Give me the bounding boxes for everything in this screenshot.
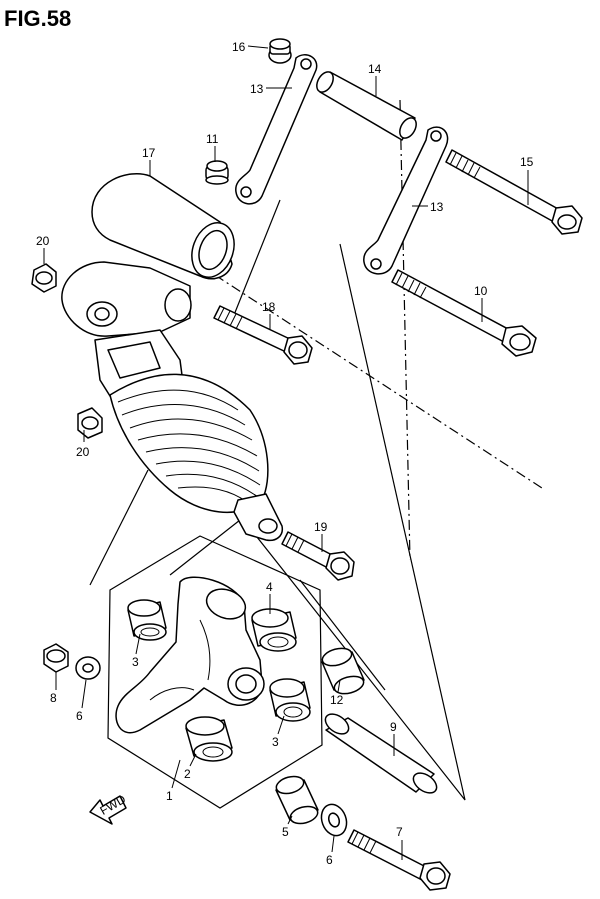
callout-14: 14: [368, 62, 382, 76]
part-6-washer-right: [320, 803, 348, 837]
part-14-spacer-tube: [316, 71, 417, 141]
callout-13-left: 13: [250, 82, 264, 96]
guide-line: [231, 199, 281, 321]
part-shock-absorber-body: [61, 261, 284, 542]
part-3-bearing-upper-left: [127, 599, 167, 641]
part-1-cushion-lever: [115, 576, 265, 734]
guide-line: [299, 579, 386, 691]
callout-7: 7: [396, 825, 403, 839]
callout-9: 9: [390, 720, 397, 734]
guide-line: [169, 519, 241, 576]
callout-13-right: 13: [430, 200, 444, 214]
part-9-spacer-tube: [324, 713, 438, 794]
part-13-link-rod-left: [235, 54, 318, 205]
part-18-bolt: [213, 305, 313, 365]
callout-20-upper: 20: [36, 234, 50, 248]
callout-18: 18: [262, 300, 276, 314]
callout-labels: 16 13 14 11 17 15 13 20 10 18 20 19 4 3 …: [36, 40, 534, 867]
part-4-bearing: [251, 608, 297, 652]
axis-line: [214, 274, 546, 491]
figure-title: FIG.58: [4, 6, 72, 31]
part-10-bolt: [391, 269, 537, 357]
part-6-washer-left: [75, 656, 101, 680]
part-15-bolt: [445, 149, 583, 235]
callout-19: 19: [314, 520, 328, 534]
assembly-outline-right: [237, 243, 466, 801]
guide-line: [89, 469, 149, 586]
callout-4: 4: [266, 580, 273, 594]
callout-20-lower: 20: [76, 445, 90, 459]
lever-assembly-outline: [107, 535, 323, 809]
axis-line: [399, 99, 411, 561]
callout-3-right: 3: [272, 735, 279, 749]
part-11-nut: [205, 160, 229, 185]
callout-6-left: 6: [76, 709, 83, 723]
part-2-bearing: [185, 716, 233, 762]
part-20-nut-lower: [77, 407, 103, 439]
callout-6-right: 6: [326, 853, 333, 867]
callout-10: 10: [474, 284, 488, 298]
part-3-bearing-right: [269, 678, 311, 722]
part-19-bolt: [281, 531, 355, 581]
part-12-collar: [321, 647, 365, 695]
callout-1: 1: [166, 789, 173, 803]
part-8-nut: [43, 643, 69, 673]
part-13-link-rod-right: [363, 126, 449, 275]
callout-15: 15: [520, 155, 534, 169]
fwd-arrow-icon: FWD: [89, 792, 128, 825]
callout-11: 11: [206, 132, 219, 146]
part-5-collar: [275, 775, 319, 825]
part-20-nut-upper: [31, 263, 57, 293]
callout-5: 5: [282, 825, 289, 839]
part-16-nut: [268, 38, 292, 64]
part-17-shock-top-mount: [91, 173, 235, 280]
callout-2: 2: [184, 767, 191, 781]
callout-16: 16: [232, 40, 246, 54]
callout-17: 17: [142, 146, 156, 160]
callout-8: 8: [50, 691, 57, 705]
callout-12: 12: [330, 693, 344, 707]
part-7-bolt: [347, 829, 451, 891]
callout-3-left: 3: [132, 655, 139, 669]
leader-lines: [43, 45, 529, 860]
